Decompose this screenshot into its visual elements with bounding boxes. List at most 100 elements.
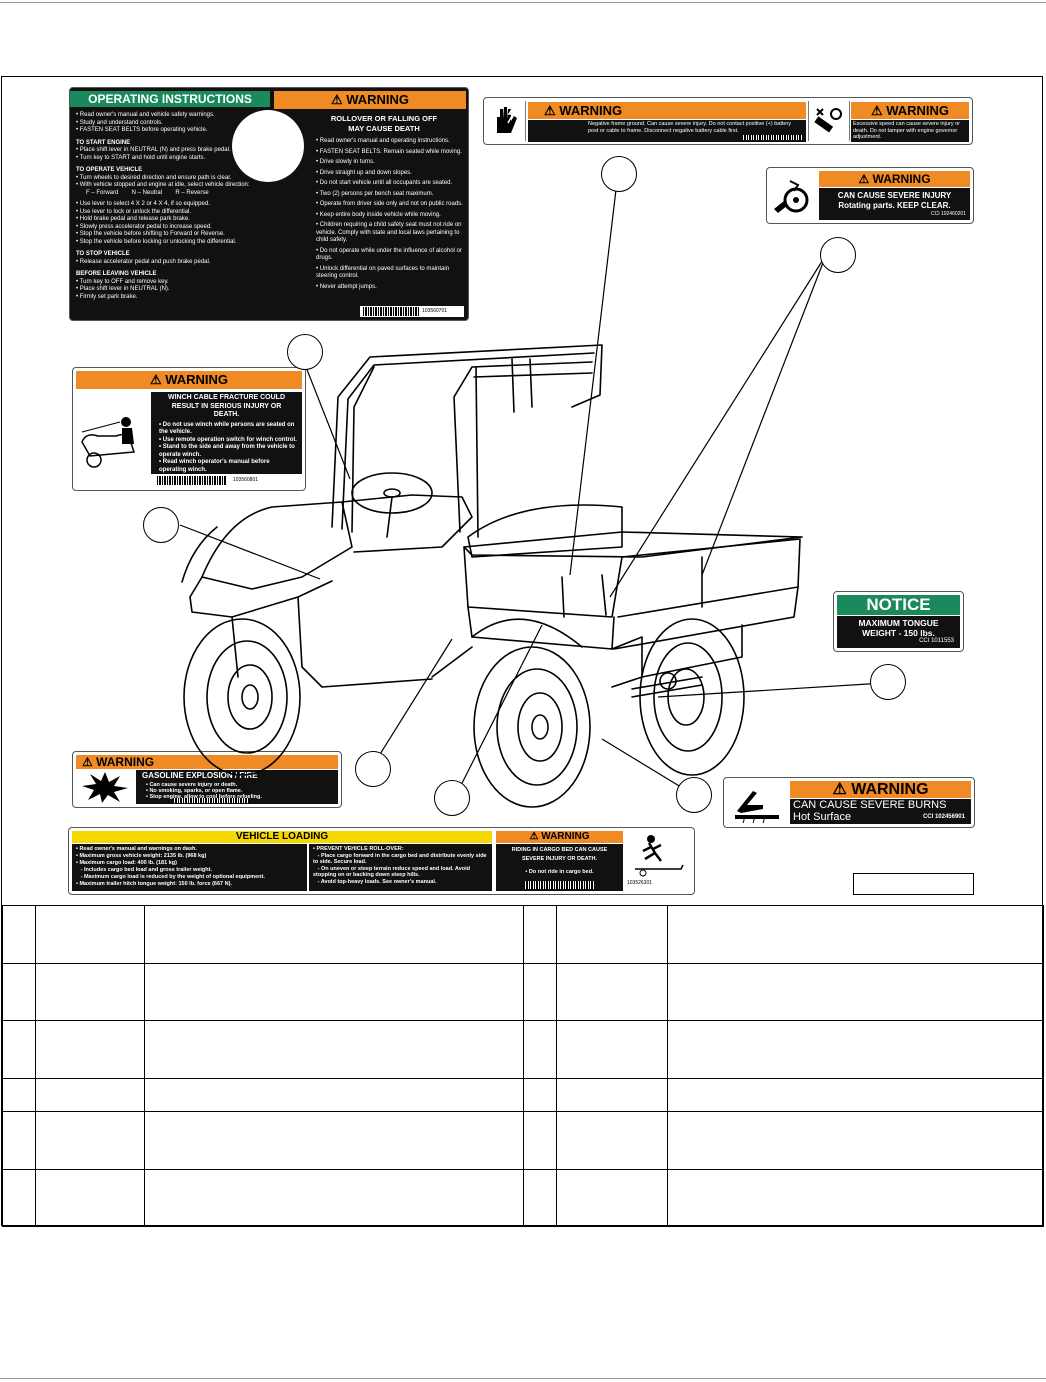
tongue-weight-notice-decal: NOTICE MAXIMUM TONGUE WEIGHT - 150 lbs. … xyxy=(833,591,964,652)
winch-warning-header: ⚠ WARNING xyxy=(76,371,302,389)
winch-pictogram xyxy=(76,392,148,486)
winch-line: • Use remote operation switch for winch … xyxy=(159,436,297,443)
burns-warning-body: CAN CAUSE SEVERE BURNS Hot Surface CCI 1… xyxy=(790,799,971,824)
gasoline-icon-box xyxy=(76,770,134,804)
warning-line: • Unlock differential on paved surfaces … xyxy=(316,265,450,280)
instruction-line: • Place shift lever in NEUTRAL (N). xyxy=(76,286,170,292)
table-cell xyxy=(523,1111,558,1170)
winch-warning-decal: ⚠ WARNING WINCH CABLE FRACTURE COULD RES… xyxy=(72,367,306,491)
table-cell xyxy=(667,963,1044,1021)
winch-warning-body: WINCH CABLE FRACTURE COULD RESULT IN SER… xyxy=(151,392,302,474)
table-cell xyxy=(2,905,36,964)
barcode xyxy=(173,798,249,803)
callout-circle xyxy=(820,237,856,273)
table-cell xyxy=(2,1078,36,1112)
callout-circle xyxy=(355,751,391,787)
notice-body: MAXIMUM TONGUE WEIGHT - 150 lbs. CCI 101… xyxy=(837,616,960,648)
instruction-heading: TO START ENGINE xyxy=(76,139,131,146)
instruction-line: • Release accelerator pedal and push bra… xyxy=(76,258,211,265)
battery-warning-text: Negative frame ground. Can cause severe … xyxy=(528,120,806,142)
table-cell xyxy=(34,1020,145,1079)
decal-code: 103560701 xyxy=(422,308,448,314)
table-cell xyxy=(34,1111,145,1170)
table-cell xyxy=(523,1078,558,1112)
table-cell xyxy=(2,1020,36,1079)
table-cell xyxy=(523,1169,558,1227)
burns-warning-header: ⚠ WARNING xyxy=(790,781,971,798)
instruction-line: • Stop the vehicle before shifting to Fo… xyxy=(76,231,225,237)
operating-instructions-list: • Read owner's manual and vehicle safety… xyxy=(76,112,272,301)
instruction-line: • Firmly set park brake. xyxy=(76,293,138,300)
operating-instructions-decal: OPERATING INSTRUCTIONS • Read owner's ma… xyxy=(69,87,469,321)
callout-circle xyxy=(676,777,712,813)
table-row xyxy=(2,963,1044,1021)
gasoline-warning-title: GASOLINE EXPLOSION / FIRE xyxy=(142,771,258,780)
callout-circle xyxy=(287,334,323,370)
warning-line: • Do not start vehicle until all occupan… xyxy=(316,180,453,186)
rotating-icon-box xyxy=(770,171,815,220)
loading-header: VEHICLE LOADING xyxy=(72,831,492,843)
instruction-line: • Use lever to lock or unlock the differ… xyxy=(76,208,192,215)
callout-circle xyxy=(601,156,637,192)
table-cell xyxy=(556,1020,669,1079)
table-cell xyxy=(667,905,1044,964)
burns-warning-title: CAN CAUSE SEVERE BURNS xyxy=(793,799,947,811)
loading-warning-title: RIDING IN CARGO BED CAN CAUSE SEVERE INJ… xyxy=(511,847,608,862)
rotating-warning-text: Rotating parts. KEEP CLEAR. xyxy=(838,201,951,210)
operating-instructions-title: OPERATING INSTRUCTIONS xyxy=(70,91,270,107)
warning-line: • Drive straight up and down slopes. xyxy=(316,169,412,176)
rotating-parts-icon xyxy=(774,180,809,213)
table-cell xyxy=(556,905,669,964)
loading-line: - Maximum cargo load is reduced by the w… xyxy=(76,874,265,880)
table-cell xyxy=(143,905,525,964)
winch-warning-title: WINCH CABLE FRACTURE COULD RESULT IN SER… xyxy=(167,394,286,418)
instruction-line: • Turn key to OFF and remove key. xyxy=(76,278,169,285)
rotating-warning-body: CAN CAUSE SEVERE INJURY Rotating parts. … xyxy=(819,188,970,220)
table-cell xyxy=(2,963,36,1021)
table-cell xyxy=(34,1169,145,1227)
table-row xyxy=(2,905,1044,964)
rotating-parts-decal: ⚠ WARNING CAN CAUSE SEVERE INJURY Rotati… xyxy=(766,167,974,224)
hand-shock-icon xyxy=(497,105,517,133)
notice-header: NOTICE xyxy=(837,595,960,615)
callout-circle xyxy=(143,507,179,543)
table-cell xyxy=(556,963,669,1021)
loading-mid-panel: • PREVENT VEHICLE ROLL-OVER: - Place car… xyxy=(308,844,492,891)
burns-warning-text: Hot Surface xyxy=(793,811,852,823)
governor-tamper-icon xyxy=(814,108,842,133)
rollover-warning-title: ROLLOVER OR FALLING OFF MAY CAUSE DEATH xyxy=(330,114,438,133)
instruction-line: • Place shift lever in NEUTRAL (N) and p… xyxy=(76,147,231,153)
battery-speed-decal: ⚠ WARNING Negative frame ground. Can cau… xyxy=(483,97,973,145)
speed-warning-header: ⚠ WARNING xyxy=(851,102,969,119)
notice-text: MAXIMUM TONGUE WEIGHT - 150 lbs. xyxy=(858,618,939,638)
decal-code: CCI 102460201 xyxy=(930,211,966,217)
speed-warning-text: Excessive speed can cause severe injury … xyxy=(851,120,969,142)
rollover-pictogram xyxy=(232,110,304,182)
vehicle-loading-decal: VEHICLE LOADING • Read owner's manual an… xyxy=(68,827,695,895)
gasoline-line: • Stop engine, allow to cool before refu… xyxy=(146,794,262,800)
warning-line: • Children requiring a child safety seat… xyxy=(316,222,462,243)
instruction-heading: TO STOP VEHICLE xyxy=(76,251,130,257)
instruction-line: • Stop the vehicle before locking or unl… xyxy=(76,238,237,245)
instruction-line: • Hold brake pedal and release park brak… xyxy=(76,216,190,222)
table-cell xyxy=(143,1078,525,1112)
warning-line: • Do not operate while under the influen… xyxy=(316,247,462,262)
table-cell xyxy=(34,1078,145,1112)
winch-line: • Read winch operator's manual before op… xyxy=(159,459,270,473)
instruction-line: • With vehicle stopped and engine at idl… xyxy=(76,182,250,188)
winch-line: • Stand to the side and away from the ve… xyxy=(159,444,295,458)
warning-line: • Read owner's manual and operating inst… xyxy=(316,138,450,144)
warning-line: • Operate from driver side only and not … xyxy=(316,201,463,207)
table-row xyxy=(2,1111,1044,1170)
table-cell xyxy=(143,1111,525,1170)
table-row xyxy=(2,1020,1044,1079)
table-cell xyxy=(143,1169,525,1227)
loading-line: • Maximum trailer hitch tongue weight: 1… xyxy=(76,881,232,887)
gasoline-warning-list: • Can cause severe injury or death. • No… xyxy=(136,782,338,800)
winch-line: • Do not use winch while persons are sea… xyxy=(159,421,295,436)
table-cell xyxy=(556,1111,669,1170)
table-cell xyxy=(2,1111,36,1170)
instruction-heading: BEFORE LEAVING VEHICLE xyxy=(76,271,157,277)
loading-warning-header: ⚠ WARNING xyxy=(496,831,623,843)
winch-warning-list: • Do not use winch while persons are sea… xyxy=(151,422,302,475)
